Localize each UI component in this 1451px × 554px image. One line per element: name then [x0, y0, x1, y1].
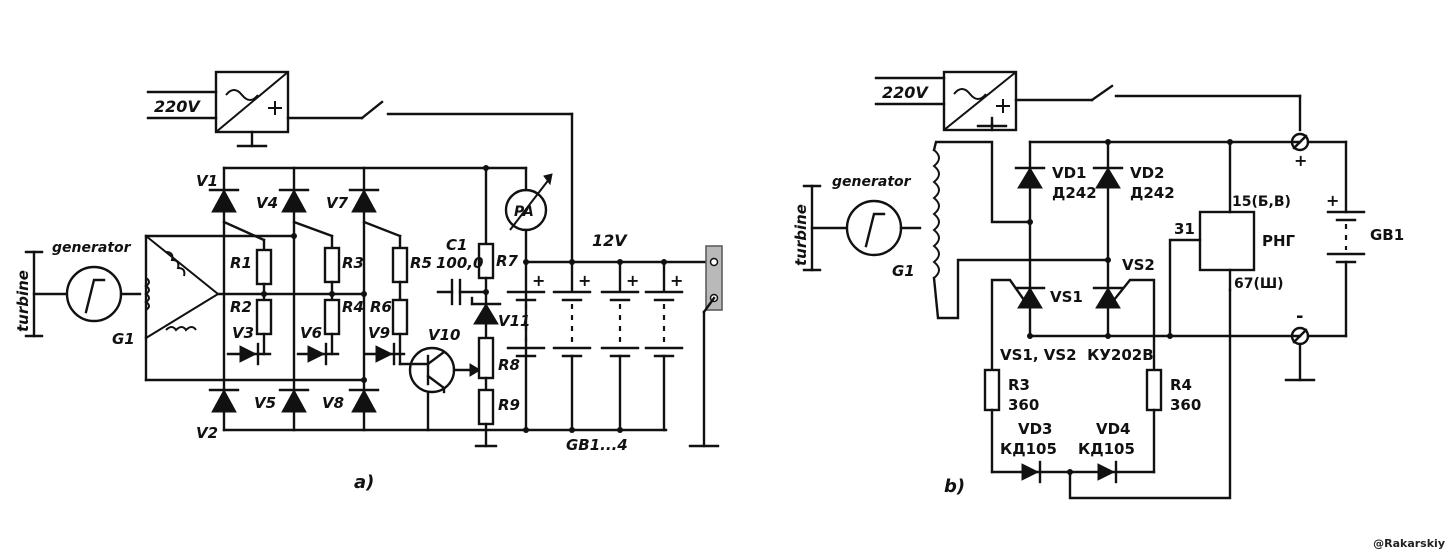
schematic-a: 220V turbine generator G1 [14, 70, 723, 493]
turbine-label-b: turbine [792, 204, 810, 266]
label-v4: V4 [256, 194, 278, 212]
generator-label-a: generator [52, 240, 132, 256]
label-vs2: VS2 [1122, 256, 1155, 274]
label-vd1-type: Д242 [1052, 184, 1097, 202]
output-connector-a [688, 245, 723, 448]
star-winding-a [144, 234, 366, 382]
bridge-column-3 [348, 166, 430, 432]
label-r7: R7 [496, 252, 519, 270]
label-battery-a: GB1...4 [566, 436, 628, 454]
svg-text:+: + [626, 271, 639, 290]
generator-label-b: generator [832, 174, 912, 190]
label-v7: V7 [326, 194, 349, 212]
label-12v: 12V [592, 231, 628, 250]
label-r4-b: R4 [1170, 376, 1192, 394]
label-pin67: 67(Ш) [1234, 276, 1284, 292]
mains-label-a: 220V [154, 97, 201, 116]
caption-b: b) [944, 476, 965, 497]
credit-watermark: @Rakarskiy [1373, 537, 1445, 550]
label-r3-value: 360 [1008, 396, 1039, 414]
label-gb1-b: GB1 [1370, 226, 1404, 244]
label-v8: V8 [322, 394, 344, 412]
label-v2: V2 [196, 424, 218, 442]
mains-converter-b [874, 70, 1302, 132]
label-rng: РНГ [1262, 232, 1296, 250]
mains-label-b: 220V [882, 83, 929, 102]
divider-chain-a [436, 165, 502, 448]
generator-symbol-b [845, 199, 922, 257]
bridge-column-2 [278, 166, 341, 432]
label-c1: C1 [446, 236, 467, 254]
label-v10: V10 [428, 326, 460, 344]
label-v11: V11 [498, 312, 530, 330]
bridge-b [990, 139, 1302, 372]
label-pin15: 15(Б,В) [1232, 194, 1291, 210]
caption-a: a) [354, 472, 374, 493]
label-v5: V5 [254, 394, 276, 412]
label-pin31: 31 [1174, 220, 1195, 238]
label-v6: V6 [300, 324, 322, 342]
label-v1: V1 [196, 172, 218, 190]
turbine-b [802, 184, 848, 272]
battery-bank-a: + + + + [506, 259, 712, 433]
label-vs-type: VS1, VS2 КУ202В [1000, 346, 1154, 364]
label-vd2-type: Д242 [1130, 184, 1175, 202]
label-vs1: VS1 [1050, 288, 1083, 306]
label-r3-b: R3 [1008, 376, 1030, 394]
label-v9: V9 [368, 324, 390, 342]
label-minus-terminal: - [1296, 306, 1303, 327]
transistor-v10 [408, 346, 481, 432]
label-vd2: VD2 [1130, 164, 1165, 182]
label-vd4: VD4 [1096, 420, 1131, 438]
label-battery-plus: + [1326, 191, 1339, 210]
label-r8: R8 [498, 356, 520, 374]
svg-text:+: + [670, 271, 683, 290]
terminals-b [1284, 132, 1366, 382]
turbine-a [24, 250, 68, 338]
label-v3: V3 [232, 324, 254, 342]
label-r6: R6 [370, 298, 392, 316]
label-plus-terminal: + [1294, 151, 1307, 170]
mains-converter-a [146, 70, 574, 264]
label-vd3-type: КД105 [1000, 440, 1057, 458]
label-vd1: VD1 [1052, 164, 1087, 182]
label-r9: R9 [498, 396, 520, 414]
schematic-b: 220V turbine generator G1 [792, 70, 1404, 500]
regulator-rng [1168, 139, 1256, 338]
bridge-column-1 [208, 166, 273, 432]
label-r4: R4 [342, 298, 364, 316]
svg-text:+: + [578, 271, 591, 290]
svg-text:+: + [532, 271, 545, 290]
label-pa: PA [514, 204, 534, 220]
label-r5: R5 [410, 254, 432, 272]
label-r3: R3 [342, 254, 364, 272]
turbine-label-a: turbine [14, 270, 32, 332]
gate-network-b [983, 288, 1232, 500]
label-c1-value: 100,0 [436, 254, 483, 272]
winding-b [932, 140, 1111, 320]
label-r1: R1 [230, 254, 252, 272]
label-r2: R2 [230, 298, 252, 316]
label-vd4-type: КД105 [1078, 440, 1135, 458]
g1-label-a: G1 [112, 330, 135, 348]
label-vd3: VD3 [1018, 420, 1053, 438]
generator-symbol-a [65, 265, 142, 323]
label-r4-value: 360 [1170, 396, 1201, 414]
g1-label-b: G1 [892, 262, 915, 280]
